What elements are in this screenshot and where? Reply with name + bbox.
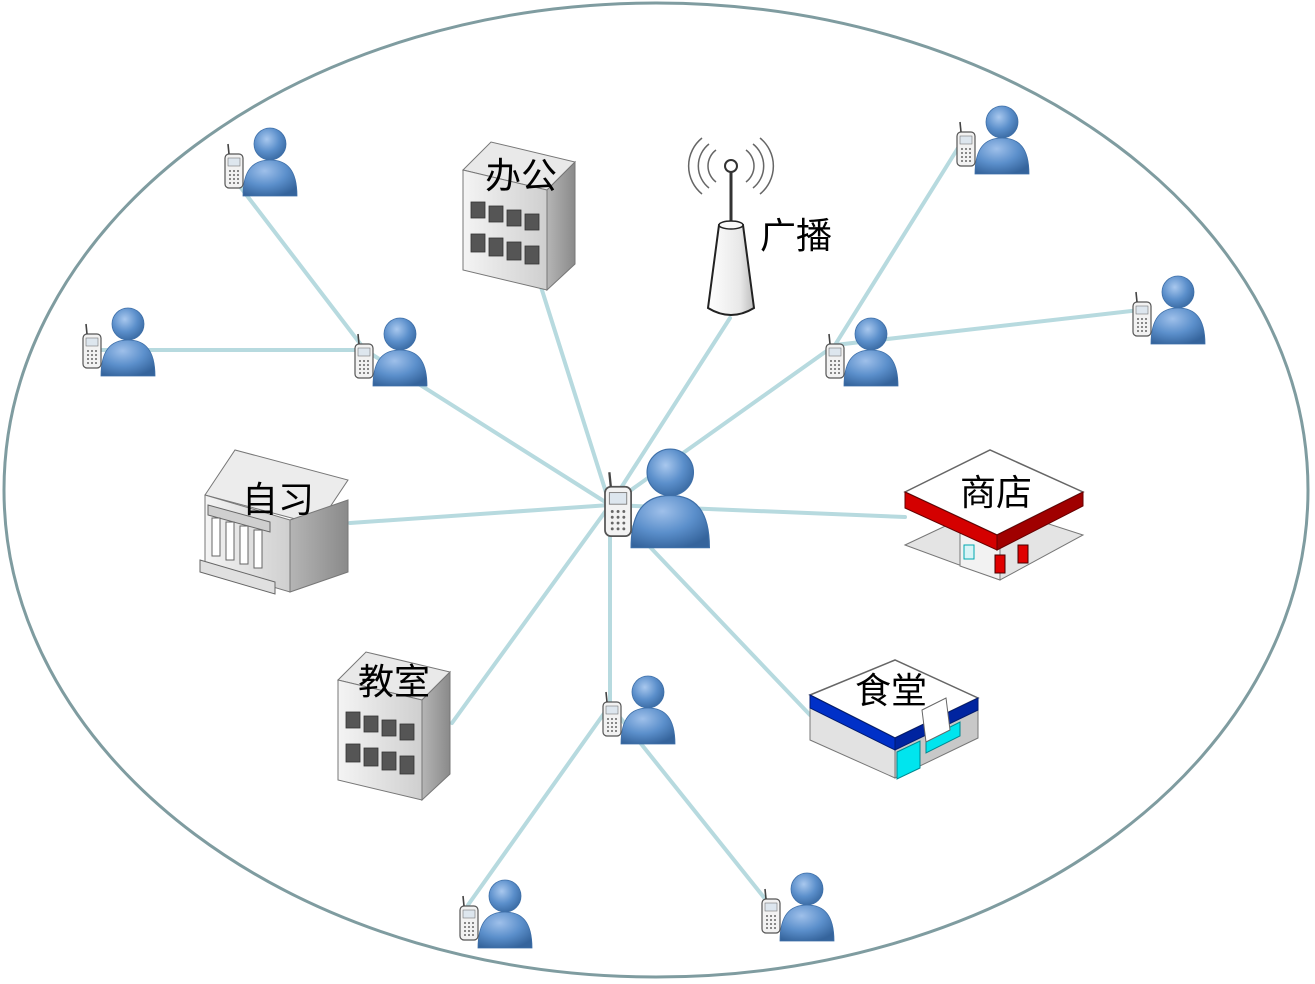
user-icon-bottom-relay — [602, 675, 676, 745]
user-icon-left — [82, 307, 156, 377]
shop-label: 商店 — [960, 473, 1032, 514]
canteen-building-icon — [808, 659, 980, 780]
user-icon-left-relay — [354, 317, 428, 387]
antenna-tower-icon — [687, 137, 775, 316]
user-icon-top-left — [224, 127, 298, 197]
user-icon-right-relay — [825, 317, 899, 387]
office-label: 办公 — [485, 156, 557, 197]
user-icon-top-right — [956, 105, 1030, 175]
canteen-label: 食堂 — [855, 671, 927, 712]
user-icon-bottom-right — [761, 872, 835, 942]
library-building-icon — [199, 449, 349, 595]
classroom-label: 教室 — [358, 662, 430, 703]
shop-building-icon — [903, 449, 1085, 581]
study-label: 自习 — [242, 480, 314, 521]
central-user-icon — [603, 447, 711, 549]
user-icon-bottom-left — [459, 879, 533, 949]
broadcast-label: 广播 — [760, 216, 832, 257]
user-icon-right — [1132, 275, 1206, 345]
